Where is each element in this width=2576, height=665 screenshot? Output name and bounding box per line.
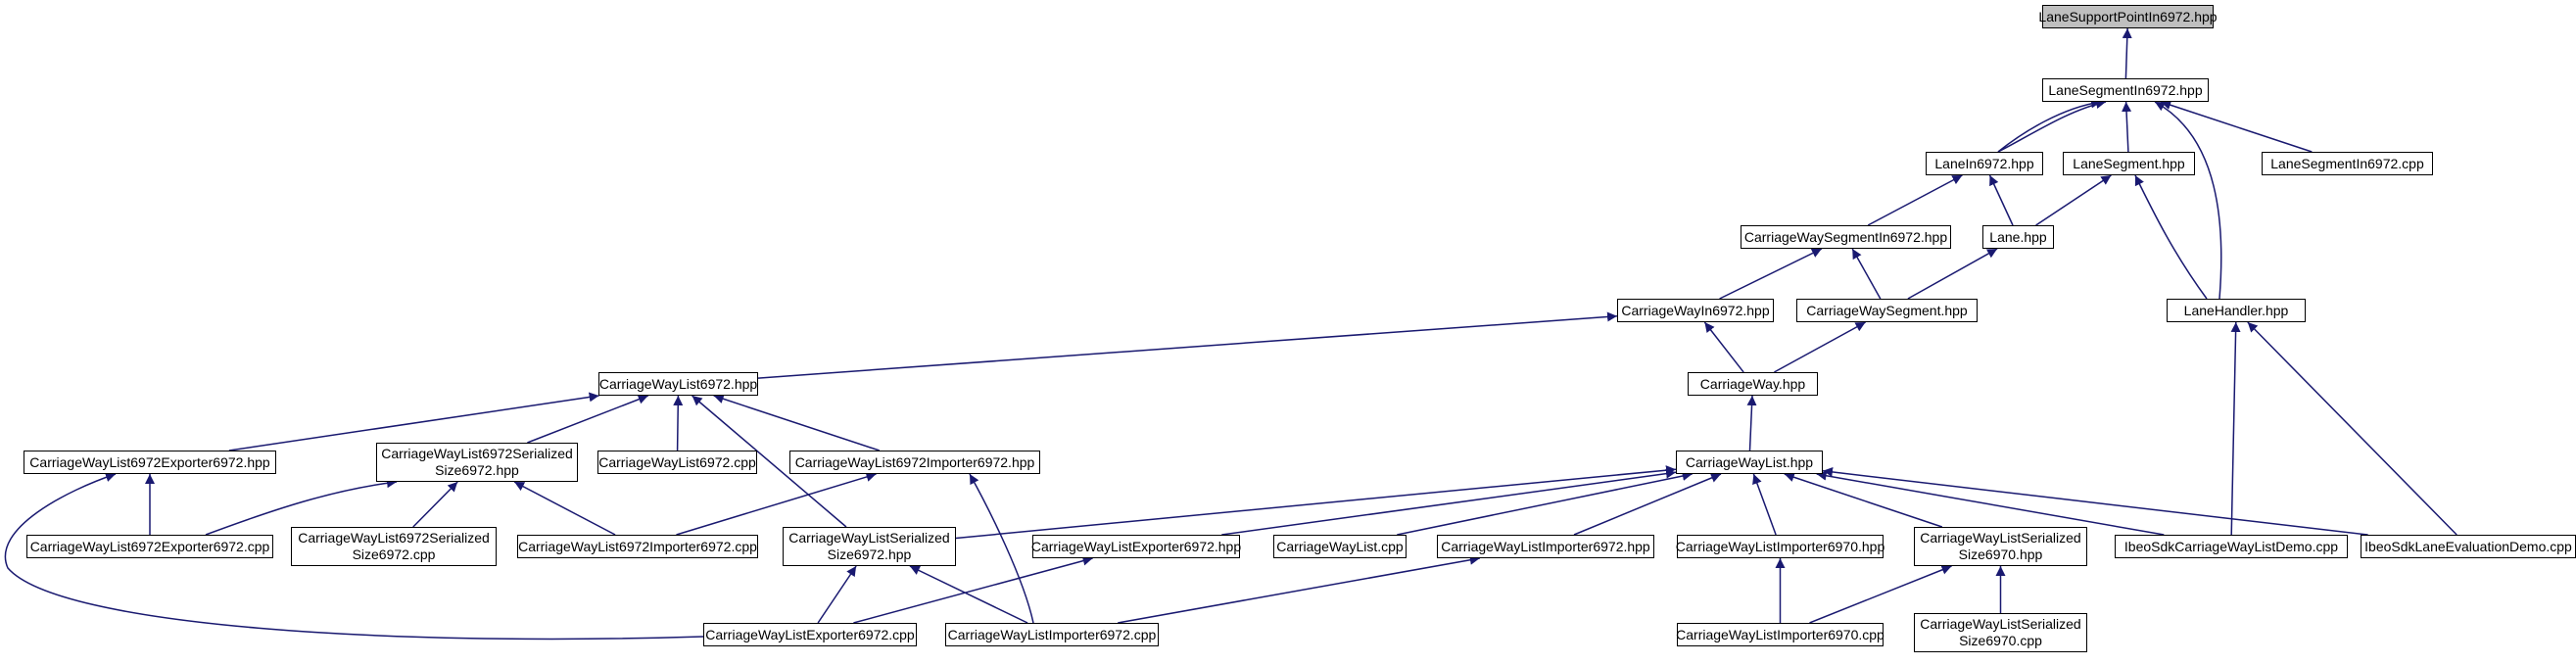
edge-carriagewaylistexporter6972-cpp-to-carriagewaylist6972exporter6972-hpp xyxy=(4,472,704,641)
edge-lanehandler-hpp-to-lanesegmentin6972-hpp xyxy=(2154,101,2222,300)
edge-lanehandler-hpp-to-lanesegment-hpp xyxy=(2134,174,2208,300)
edges-layer xyxy=(4,27,2457,641)
edge-carriagewaysegment-hpp-to-lane-hpp xyxy=(1907,248,1998,300)
edge-carriagewaylist6972-hpp-to-carriagewayin6972-hpp xyxy=(757,311,1618,379)
edge-carriagewaylistserializedsize6970-hpp-to-carriagewaylist-hpp xyxy=(1784,472,1943,528)
edge-carriagewaylistimporter6970-hpp-to-carriagewaylist-hpp xyxy=(1752,473,1777,536)
edge-ibeosdkcarriagewaylistdemo-cpp-to-lanehandler-hpp xyxy=(2230,321,2241,536)
file-node-carriagewaylist-hpp[interactable]: CarriageWayList.hpp xyxy=(1676,451,1823,474)
edge-carriagewaylist6972importer6972-cpp-to-carriagewaylist6972serializedsize6972-hpp xyxy=(513,481,616,536)
edge-carriagewaylistexporter6972-cpp-to-carriagewaylistserializedsize6972-hpp xyxy=(817,565,857,624)
file-node-carriagewaylist-cpp[interactable]: CarriageWayList.cpp xyxy=(1273,535,1407,558)
file-node-carriagewaylistexporter6972-cpp[interactable]: CarriageWayListExporter6972.cpp xyxy=(703,623,917,646)
file-node-carriagewaylist6972-cpp[interactable]: CarriageWayList6972.cpp xyxy=(597,451,757,474)
edge-carriagewaylist6972serializedsize6972-hpp-to-carriagewaylist6972-hpp xyxy=(527,394,648,444)
file-node-carriagewayin6972-hpp[interactable]: CarriageWayIn6972.hpp xyxy=(1617,299,1774,322)
file-node-lanesegmentin6972-hpp[interactable]: LaneSegmentIn6972.hpp xyxy=(2042,78,2209,102)
edge-carriagewaylist6972importer6972-hpp-to-carriagewaylist6972-hpp xyxy=(713,394,881,451)
edge-carriagewayin6972-hpp-to-carriagewaysegmentin6972-hpp xyxy=(1719,248,1823,300)
edge-carriagewaylistimporter6972-cpp-to-carriagewaylistserializedsize6972-hpp xyxy=(909,565,1028,624)
file-node-lanesupportpointin6972-hpp: LaneSupportPointIn6972.hpp xyxy=(2038,5,2218,28)
file-node-carriagewaylistexporter6972-hpp[interactable]: CarriageWayListExporter6972.hpp xyxy=(1031,535,1241,558)
file-node-lanehandler-hpp[interactable]: LaneHandler.hpp xyxy=(2167,299,2306,322)
edge-carriagewaysegmentin6972-hpp-to-lanein6972-hpp xyxy=(1867,174,1963,226)
file-node-lane-hpp[interactable]: Lane.hpp xyxy=(1982,225,2054,249)
edge-carriagewaylist6972serializedsize6972-cpp-to-carriagewaylist6972serializedsize6972-hpp xyxy=(412,481,458,528)
file-node-carriagewaylist6972-hpp[interactable]: CarriageWayList6972.hpp xyxy=(598,372,758,396)
file-node-ibeosdklaneevaluationdemo-cpp[interactable]: IbeoSdkLaneEvaluationDemo.cpp xyxy=(2361,535,2576,558)
edge-lane-hpp-to-lanesegment-hpp xyxy=(2035,174,2112,226)
file-node-carriagewaylist6972exporter6972-hpp[interactable]: CarriageWayList6972Exporter6972.hpp xyxy=(24,451,276,474)
edge-ibeosdklaneevaluationdemo-cpp-to-carriagewaylist-hpp xyxy=(1822,466,2368,536)
file-node-carriagewaylistimporter6970-cpp[interactable]: CarriageWayListImporter6970.cpp xyxy=(1676,623,1884,646)
file-node-carriagewaylistimporter6972-hpp[interactable]: CarriageWayListImporter6972.hpp xyxy=(1437,535,1654,558)
edge-ibeosdklaneevaluationdemo-cpp-to-lanehandler-hpp xyxy=(2247,321,2457,536)
edge-lane-hpp-to-lanein6972-hpp xyxy=(1988,174,2014,226)
edge-carriagewaylistimporter6970-cpp-to-carriagewaylistserializedsize6970-hpp xyxy=(1809,565,1952,624)
file-node-carriagewaylistserializedsize6970-cpp[interactable]: CarriageWayListSerialized Size6970.cpp xyxy=(1914,613,2087,652)
file-node-carriagewaylist6972importer6972-hpp[interactable]: CarriageWayList6972Importer6972.hpp xyxy=(789,451,1040,474)
edge-carriagewaylist6972importer6972-cpp-to-carriagewaylist6972importer6972-hpp xyxy=(676,472,877,536)
edge-carriagewaylistimporter6972-hpp-to-carriagewaylist-hpp xyxy=(1573,473,1722,536)
file-node-carriagewaylist6972exporter6972-cpp[interactable]: CarriageWayList6972Exporter6972.cpp xyxy=(26,535,273,558)
edge-carriagewaylist-cpp-to-carriagewaylist-hpp xyxy=(1397,471,1693,536)
file-node-ibeosdkcarriagewaylistdemo-cpp[interactable]: IbeoSdkCarriageWayListDemo.cpp xyxy=(2115,535,2348,558)
file-node-carriagewaylistserializedsize6970-hpp[interactable]: CarriageWayListSerialized Size6970.hpp xyxy=(1914,527,2087,566)
file-node-carriagewaylist6972serializedsize6972-cpp[interactable]: CarriageWayList6972Serialized Size6972.c… xyxy=(291,527,497,566)
edge-lanein6972-hpp-to-lanesegmentin6972-hpp xyxy=(1997,98,2102,153)
edge-carriagewaylist6972exporter6972-cpp-to-carriagewaylist6972serializedsize6972-hpp xyxy=(205,478,398,536)
edge-carriageway-hpp-to-carriagewayin6972-hpp xyxy=(1703,321,1744,373)
file-node-carriagewaylistimporter6972-cpp[interactable]: CarriageWayListImporter6972.cpp xyxy=(945,623,1159,646)
file-node-carriagewaylist6972importer6972-cpp[interactable]: CarriageWayList6972Importer6972.cpp xyxy=(517,535,758,558)
file-node-carriagewaylist6972serializedsize6972-hpp[interactable]: CarriageWayList6972Serialized Size6972.h… xyxy=(376,443,578,482)
file-node-carriageway-hpp[interactable]: CarriageWay.hpp xyxy=(1688,372,1818,396)
edge-carriagewaylistserializedsize6972-hpp-to-carriagewaylist6972-hpp xyxy=(692,395,847,528)
edge-lanesegment-hpp-to-lanesegmentin6972-hpp xyxy=(2122,101,2132,153)
file-node-carriagewaysegmentin6972-hpp[interactable]: CarriageWaySegmentIn6972.hpp xyxy=(1741,225,1951,249)
edge-ibeosdkcarriagewaylistdemo-cpp-to-carriagewaylist-hpp xyxy=(1816,470,2165,536)
edge-carriagewaylist-hpp-to-carriageway-hpp xyxy=(1746,395,1757,451)
edge-lanesegmentin6972-hpp-to-lanein6972-hpp xyxy=(1997,99,2107,153)
edge-carriagewaylist6972-cpp-to-carriagewaylist6972-hpp xyxy=(673,395,684,451)
edge-carriageway-hpp-to-carriagewaysegment-hpp xyxy=(1774,321,1866,373)
edge-carriagewaylistimporter6972-cpp-to-carriagewaylistimporter6972-hpp xyxy=(1118,554,1480,624)
file-node-carriagewaysegment-hpp[interactable]: CarriageWaySegment.hpp xyxy=(1796,299,1978,322)
edge-carriagewaylistexporter6972-cpp-to-carriagewaylistexporter6972-hpp xyxy=(853,555,1093,624)
edge-lanesegmentin6972-cpp-to-lanesegmentin6972-hpp xyxy=(2160,100,2313,153)
file-node-lanesegment-hpp[interactable]: LaneSegment.hpp xyxy=(2063,152,2195,175)
file-node-lanein6972-hpp[interactable]: LaneIn6972.hpp xyxy=(1926,152,2043,175)
file-node-lanesegmentin6972-cpp[interactable]: LaneSegmentIn6972.cpp xyxy=(2262,152,2433,175)
edge-carriagewaylistexporter6972-hpp-to-carriagewaylist-hpp xyxy=(1221,468,1677,536)
file-node-carriagewaylistimporter6970-hpp[interactable]: CarriageWayListImporter6970.hpp xyxy=(1676,535,1884,558)
edge-lanesegmentin6972-hpp-to-lanesupportpointin6972-hpp xyxy=(2122,27,2132,79)
edge-carriagewaylistimporter6972-cpp-to-carriagewaylist6972importer6972-hpp xyxy=(969,473,1034,624)
edge-carriagewaylist6972exporter6972-hpp-to-carriagewaylist6972-hpp xyxy=(228,392,599,451)
file-node-carriagewaylistserializedsize6972-hpp[interactable]: CarriageWayListSerialized Size6972.hpp xyxy=(783,527,956,566)
edge-carriagewaylistserializedsize6972-hpp-to-carriagewaylist-hpp xyxy=(955,465,1677,540)
edge-carriagewaysegment-hpp-to-carriagewaysegmentin6972-hpp xyxy=(1851,248,1882,300)
